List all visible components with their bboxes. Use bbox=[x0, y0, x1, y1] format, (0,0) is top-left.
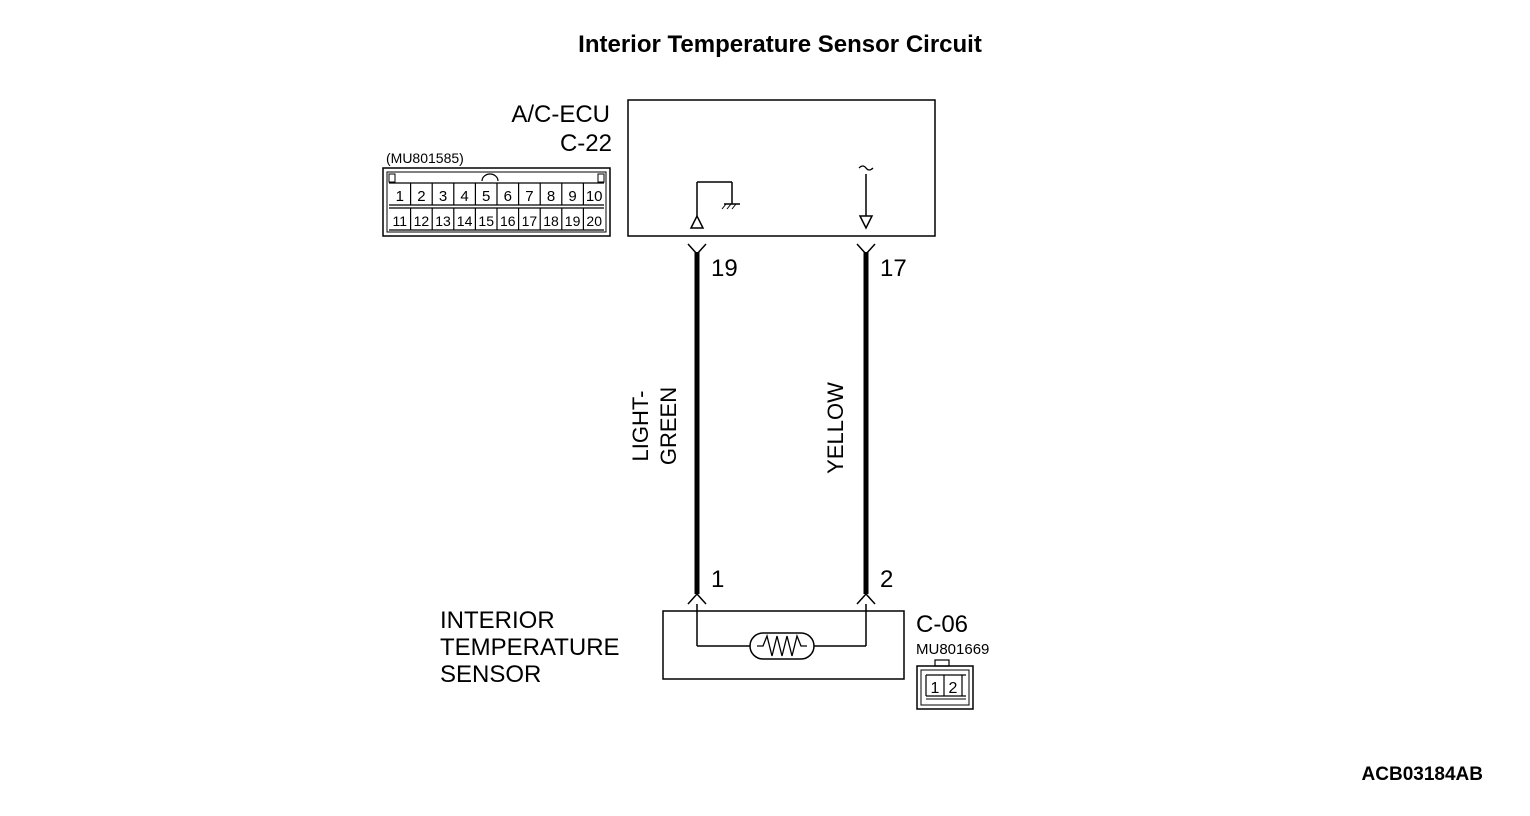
diagram-title: Interior Temperature Sensor Circuit bbox=[578, 31, 982, 58]
sensor-part-number: MU801669 bbox=[916, 641, 989, 658]
sensor-connector-id: C-06 bbox=[916, 611, 968, 638]
wire-yellow bbox=[856, 243, 876, 605]
sensor-pin-2-label: 2 bbox=[880, 566, 893, 593]
ecu-conn-pin-17: 17 bbox=[522, 213, 538, 229]
ecu-conn-pin-9: 9 bbox=[568, 188, 576, 205]
ecu-conn-pin-5: 5 bbox=[482, 188, 490, 205]
ecu-conn-pin-11: 11 bbox=[393, 213, 408, 229]
sensor-input-symbol bbox=[858, 165, 874, 230]
ecu-conn-pin-2: 2 bbox=[417, 188, 425, 205]
ecu-conn-pin-10: 10 bbox=[586, 188, 603, 205]
sensor-name-line2: TEMPERATURE bbox=[440, 634, 620, 661]
ecu-conn-pin-4: 4 bbox=[460, 188, 468, 205]
sensor-name-line3: SENSOR bbox=[440, 661, 541, 688]
ecu-pin-19-label: 19 bbox=[711, 255, 738, 282]
ecu-conn-pin-13: 13 bbox=[435, 213, 451, 229]
sensor-box bbox=[662, 610, 905, 680]
wire-color-label-line2: GREEN bbox=[656, 387, 681, 465]
sensor-pin-1-label: 1 bbox=[711, 566, 724, 593]
ecu-part-number: (MU801585) bbox=[386, 150, 464, 166]
figure-id: ACB03184AB bbox=[1362, 764, 1483, 785]
ecu-pin-17-label: 17 bbox=[880, 255, 907, 282]
ecu-conn-pin-12: 12 bbox=[414, 213, 430, 229]
wire-color-label-line1: LIGHT- bbox=[628, 391, 653, 462]
ecu-conn-pin-1: 1 bbox=[396, 188, 404, 205]
ecu-conn-pin-16: 16 bbox=[500, 213, 516, 229]
sensor-conn-pin-2: 2 bbox=[949, 680, 958, 697]
ecu-conn-pin-20: 20 bbox=[586, 213, 602, 229]
ecu-conn-pin-8: 8 bbox=[547, 188, 555, 205]
ecu-name: A/C-ECU bbox=[511, 101, 610, 128]
ecu-connector-id: C-22 bbox=[560, 130, 612, 157]
ecu-box bbox=[627, 99, 936, 237]
sensor-connector-face: 1 2 bbox=[916, 659, 974, 710]
wire-light-green bbox=[687, 243, 707, 605]
ecu-conn-pin-18: 18 bbox=[543, 213, 559, 229]
ecu-conn-pin-7: 7 bbox=[525, 188, 533, 205]
sensor-name-line1: INTERIOR bbox=[440, 607, 555, 634]
thermistor-symbol bbox=[696, 604, 867, 660]
ecu-conn-pin-14: 14 bbox=[457, 213, 473, 229]
ecu-conn-pin-3: 3 bbox=[439, 188, 447, 205]
ground-symbol bbox=[689, 181, 740, 229]
ecu-conn-pin-19: 19 bbox=[565, 213, 581, 229]
ecu-conn-pin-15: 15 bbox=[478, 213, 494, 229]
ecu-conn-pin-6: 6 bbox=[504, 188, 512, 205]
sensor-conn-pin-1: 1 bbox=[931, 680, 940, 697]
wire-color-label-yellow: YELLOW bbox=[823, 382, 848, 474]
pin-dividers bbox=[410, 183, 585, 230]
